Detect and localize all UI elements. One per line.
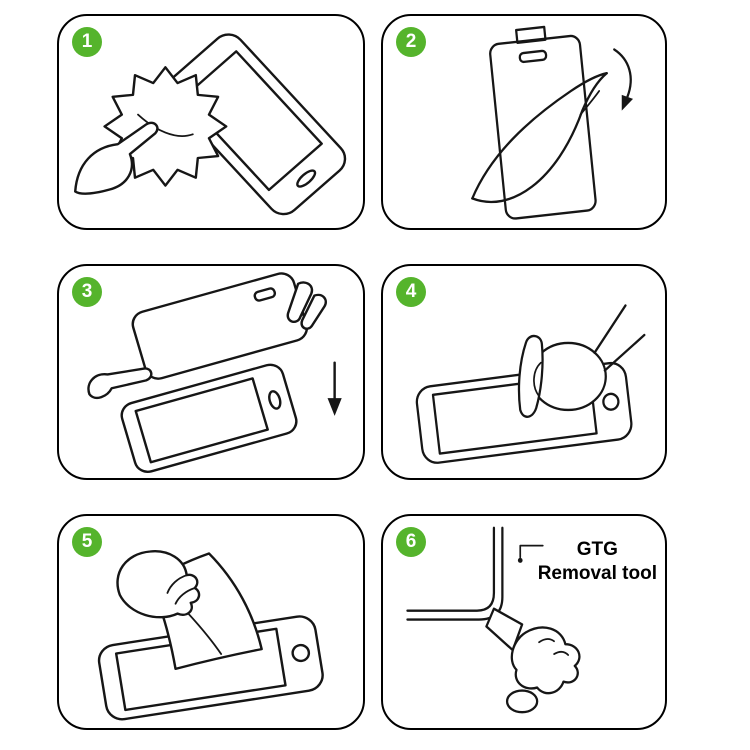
- step-panel-2: 2: [381, 14, 667, 230]
- step-number: 4: [405, 281, 417, 302]
- tool-label-line1: GTG: [576, 539, 618, 560]
- phone-icon: [120, 363, 298, 473]
- step3-illustration: [87, 272, 342, 473]
- step-number: 2: [405, 31, 417, 52]
- step-number: 1: [81, 31, 93, 52]
- step-panel-6: 6 GTG: [381, 514, 667, 730]
- gripping-hand-icon: [116, 550, 201, 619]
- pressing-hand-icon: [517, 304, 646, 418]
- step2-illustration: [471, 25, 634, 220]
- step-panel-5: 5: [57, 514, 365, 730]
- step-panel-4: 4: [381, 264, 667, 480]
- step5-illustration: [97, 550, 324, 721]
- step-number-badge-5: 5: [72, 527, 102, 557]
- peeling-film-icon: [471, 72, 608, 204]
- label-leader-line: [517, 544, 544, 563]
- step-number-badge-2: 2: [396, 27, 426, 57]
- step-panel-1: 1: [57, 14, 365, 230]
- phone-icon: [165, 33, 347, 216]
- finger-icon: [300, 293, 327, 330]
- step1-illustration: [73, 33, 347, 216]
- arrow-down-icon: [327, 361, 342, 416]
- cloth-fold-line: [137, 113, 194, 137]
- curved-arrow-down-icon: [613, 48, 634, 111]
- hand-holding-tool-icon: [505, 626, 581, 714]
- step-number: 3: [81, 281, 93, 302]
- tool-label-line2: Removal tool: [537, 562, 657, 584]
- step-number: 6: [405, 531, 417, 552]
- cleaning-cloth-icon: [103, 66, 228, 187]
- step-number-badge-1: 1: [72, 27, 102, 57]
- step-number-badge-3: 3: [72, 277, 102, 307]
- step-panel-3: 3: [57, 264, 365, 480]
- thumb-icon: [87, 367, 153, 400]
- step-number: 5: [81, 531, 93, 552]
- step6-illustration: [406, 526, 581, 714]
- steps-grid: 1 2: [57, 14, 667, 730]
- step-number-badge-6: 6: [396, 527, 426, 557]
- finger-icon: [286, 281, 314, 324]
- hand-icon: [73, 121, 159, 195]
- step4-illustration: [415, 304, 646, 464]
- step-number-badge-4: 4: [396, 277, 426, 307]
- tempered-glass-icon: [131, 272, 309, 380]
- screen-protector-icon: [489, 25, 597, 220]
- removal-tool-label: GTG Removal tool: [538, 538, 661, 586]
